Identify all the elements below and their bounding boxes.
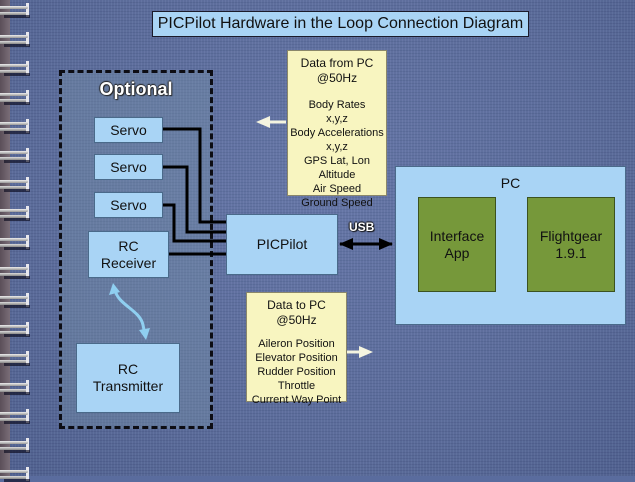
rc-transmitter-box: RC Transmitter [76,343,180,413]
radio-link-arrow [109,283,150,340]
spiral-ring [0,438,30,453]
picpilot-label: PICPilot [256,236,308,252]
data-from-pc-header-1: Data from PC [300,56,374,70]
optional-label: Optional [99,79,173,99]
servo-1-wire [162,127,226,224]
data-to-pc-arrow [347,346,373,358]
data-to-pc-header-2: @50Hz [276,313,317,327]
data-from-pc-arrow [256,116,286,128]
spiral-ring [0,177,30,192]
servo-box-2: Servo [94,154,163,180]
servo-label: Servo [110,158,147,175]
data-to-pc-item: Current Way Point [251,394,342,406]
data-to-pc-item: Aileron Position [258,338,335,350]
spiral-ring [0,235,30,250]
rc-receiver-line1: RC [118,237,139,254]
rc-receiver-box: RC Receiver [88,231,169,278]
data-from-pc-item: Body Accelerations [290,127,384,139]
servo-label: Servo [110,121,147,138]
data-from-pc-item: x,y,z [326,113,348,125]
interface-app-line1: Interface [429,227,485,244]
spiral-ring [0,264,30,279]
data-from-pc-item: GPS Lat, Lon [303,155,371,167]
pc-label: PC [500,175,521,191]
spiral-ring [0,380,30,395]
data-from-pc-note: Data from PC @50Hz Body Rates x,y,z Body… [287,50,387,209]
servo-3-wire [162,203,226,243]
spiral-ring [0,351,30,366]
data-from-pc-item: x,y,z [326,141,348,153]
data-to-pc-item: Elevator Position [255,352,338,364]
interface-app-box: Interface App [418,197,496,292]
data-from-pc-item: Ground Speed [301,197,373,209]
flightgear-box: Flightgear 1.9.1 [527,197,615,292]
servo-box-1: Servo [94,117,163,143]
spiral-ring [0,32,30,47]
servo-box-3: Servo [94,192,163,218]
picpilot-box: PICPilot [226,214,338,275]
spiral-ring [0,322,30,337]
spiral-ring [0,206,30,221]
spiral-ring [0,148,30,163]
spiral-ring [0,119,30,134]
spiral-ring [0,90,30,105]
data-from-pc-item: Body Rates [308,99,366,111]
data-to-pc-note: Data to PC @50Hz Aileron Position Elevat… [246,292,347,406]
spiral-ring [0,3,30,18]
rc-receiver-line2: Receiver [100,254,157,271]
flightgear-line1: Flightgear [539,227,603,244]
servo-2-wire [162,165,226,234]
interface-app-line2: App [444,244,470,261]
rc-transmitter-line1: RC [117,361,139,377]
servo-label: Servo [110,196,147,213]
spiral-ring [0,409,30,424]
spiral-ring [0,293,30,308]
rc-transmitter-line2: Transmitter [92,378,164,394]
usb-label: USB [349,220,375,234]
data-to-pc-item: Rudder Position [257,366,336,378]
data-from-pc-item: Altitude [318,169,356,181]
data-from-pc-header-2: @50Hz [316,71,358,85]
data-to-pc-item: Throttle [277,380,316,392]
data-from-pc-item: Air Speed [312,183,362,195]
spiral-ring [0,61,30,76]
diagram-title: PICPilot Hardware in the Loop Connection… [152,11,529,37]
flightgear-line2: 1.9.1 [555,244,587,261]
data-to-pc-header-1: Data to PC [267,298,326,312]
